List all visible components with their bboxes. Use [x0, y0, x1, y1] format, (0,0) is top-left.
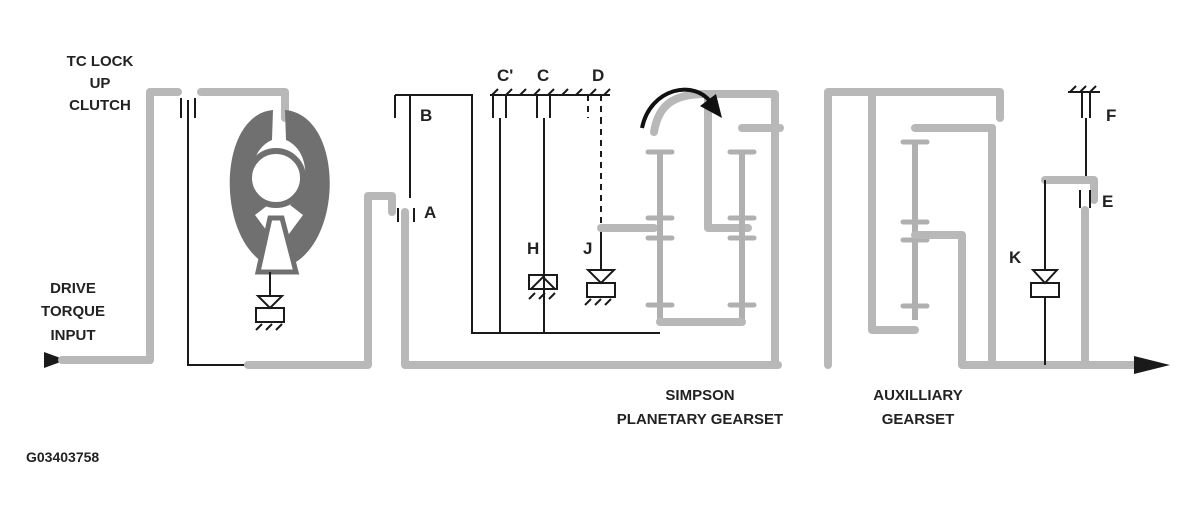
label-a: A	[424, 203, 436, 222]
label-tc-lock-3: CLUTCH	[69, 97, 131, 114]
label-drive-3: INPUT	[51, 327, 96, 344]
output-arrow	[1081, 356, 1170, 374]
turbine-shaft	[244, 192, 396, 369]
brake-f	[1068, 85, 1100, 180]
simpson-planetary-gearset	[597, 90, 784, 369]
intermediate-shaft	[771, 88, 1004, 369]
label-aux-2: GEARSET	[882, 411, 955, 428]
torque-converter	[229, 110, 330, 275]
clutch-b	[394, 94, 660, 334]
label-simpson-1: SIMPSON	[665, 387, 734, 404]
one-way-clutch-h	[528, 274, 558, 300]
label-f: F	[1106, 106, 1116, 125]
clutch-drum-c-d	[490, 88, 611, 333]
label-j: J	[583, 239, 592, 258]
auxiliary-gearset	[868, 88, 1089, 369]
one-way-clutch-j	[584, 228, 617, 306]
label-h: H	[527, 239, 539, 258]
clutch-a	[397, 208, 629, 369]
label-aux-1: AUXILLIARY	[873, 387, 962, 404]
label-drive-1: DRIVE	[50, 280, 96, 297]
clutch-e	[1041, 176, 1098, 369]
label-d: D	[592, 66, 604, 85]
label-e: E	[1102, 192, 1113, 211]
tc-lockup-clutch	[146, 88, 289, 366]
input-arrow	[44, 352, 154, 368]
one-way-clutch-k	[1030, 180, 1060, 365]
label-tc-lock-2: UP	[90, 75, 111, 92]
label-tc-lock-1: TC LOCK	[67, 53, 134, 70]
stator-one-way-clutch	[255, 272, 285, 331]
label-c: C	[537, 66, 549, 85]
rotation-arrow	[640, 87, 722, 129]
label-c-prime: C'	[497, 66, 513, 85]
label-drive-2: TORQUE	[41, 303, 105, 320]
label-b: B	[420, 106, 432, 125]
label-simpson-2: PLANETARY GEARSET	[617, 411, 783, 428]
figure-id: G03403758	[26, 449, 99, 465]
label-k: K	[1009, 248, 1022, 267]
